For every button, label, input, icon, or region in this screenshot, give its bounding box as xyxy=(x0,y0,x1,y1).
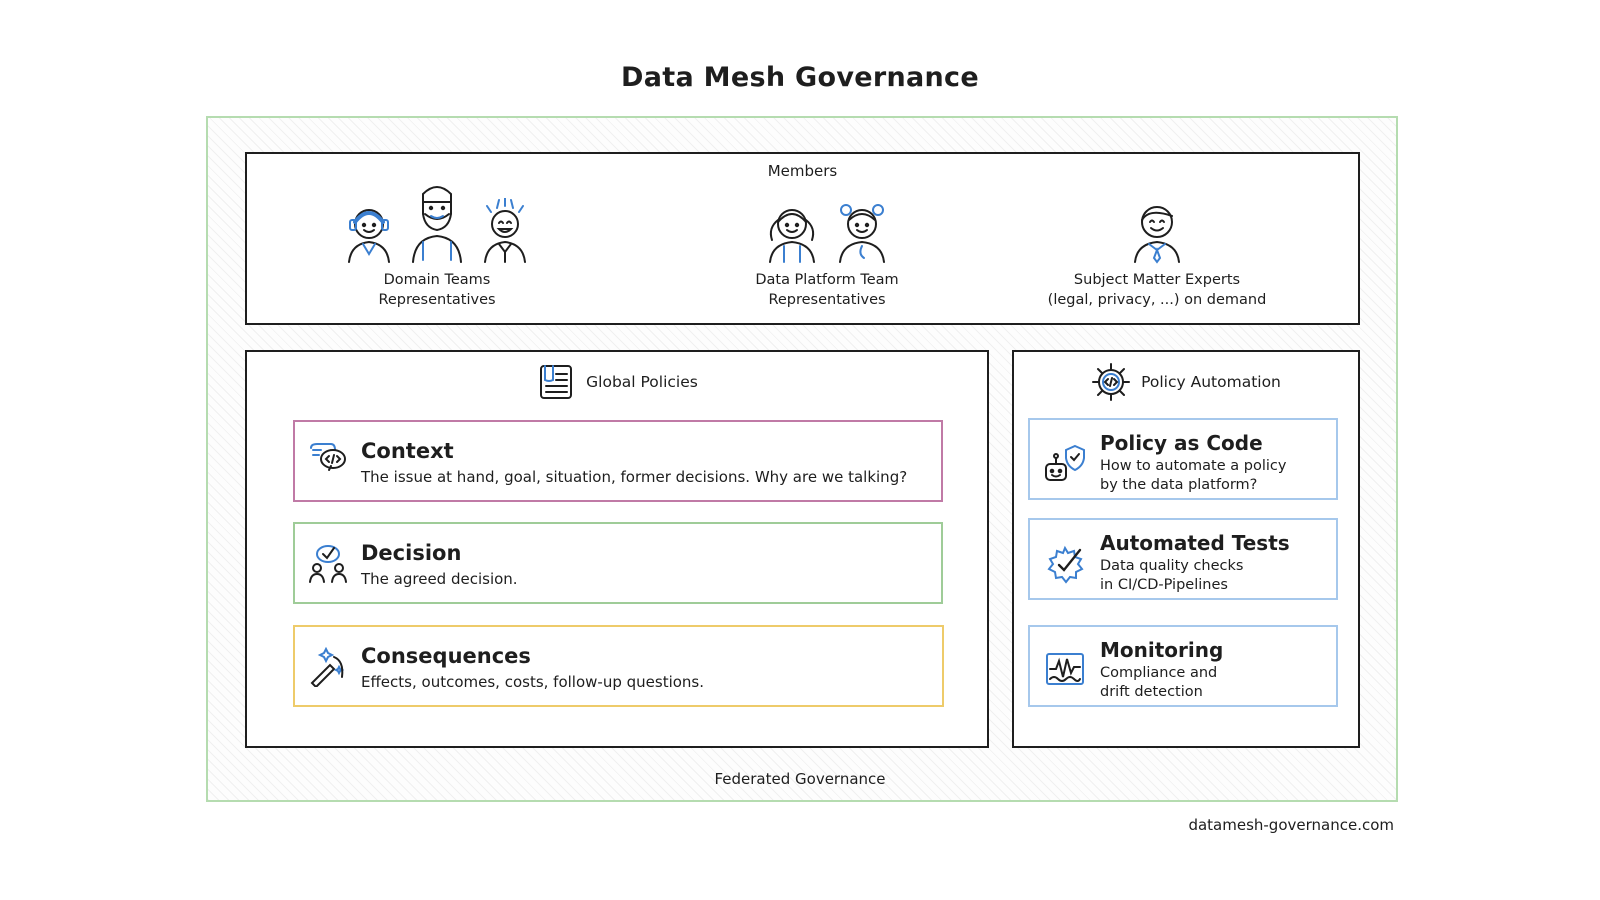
diagram-title: Data Mesh Governance xyxy=(621,62,979,93)
person-headset-icon xyxy=(348,209,390,263)
context-description: The issue at hand, goal, situation, form… xyxy=(361,468,908,486)
policy-as-code-line2: by the data platform? xyxy=(1100,477,1258,493)
document-list-icon xyxy=(540,365,573,399)
decision-title: Decision xyxy=(361,541,462,565)
chat-code-icon xyxy=(310,443,346,471)
data-platform-line1: Data Platform Team xyxy=(755,272,899,288)
decision-description: The agreed decision. xyxy=(361,570,518,588)
data-platform-line2: Representatives xyxy=(768,292,886,308)
automated-tests-line2: in CI/CD-Pipelines xyxy=(1100,577,1228,593)
domain-teams-group: Domain Teams Representatives xyxy=(327,176,547,310)
monitoring-line1: Compliance and xyxy=(1100,665,1218,681)
policy-as-code-line1: How to automate a policy xyxy=(1100,458,1287,474)
policy-as-code-card: Policy as Code How to automate a policy … xyxy=(1028,418,1338,500)
federated-governance-label: Federated Governance xyxy=(714,770,886,788)
person-buns-icon xyxy=(839,204,885,263)
robot-shield-icon xyxy=(1045,444,1085,481)
subject-matter-experts-group: Subject Matter Experts (legal, privacy, … xyxy=(1027,176,1287,310)
automated-tests-title: Automated Tests xyxy=(1100,531,1290,555)
consequences-title: Consequences xyxy=(361,644,531,668)
people-check-icon xyxy=(309,545,347,583)
members-label: Members xyxy=(767,162,838,180)
policy-as-code-title: Policy as Code xyxy=(1100,431,1263,455)
consequences-card: Consequences Effects, outcomes, costs, f… xyxy=(293,625,944,707)
sme-line1: Subject Matter Experts xyxy=(1073,272,1241,288)
global-policies-box: Global Policies Context The issue at han… xyxy=(245,350,989,748)
person-bearded-icon xyxy=(412,186,462,263)
context-title: Context xyxy=(361,439,454,463)
website-credit: datamesh-governance.com xyxy=(1188,816,1394,834)
sme-line2: (legal, privacy, ...) on demand xyxy=(1047,292,1267,308)
members-box: Members xyxy=(245,152,1360,325)
person-tie-icon xyxy=(1134,206,1180,264)
person-spiky-hair-icon xyxy=(484,198,526,263)
policy-automation-label: Policy Automation xyxy=(1141,373,1281,391)
global-policies-label: Global Policies xyxy=(586,373,698,391)
policy-automation-header: Policy Automation xyxy=(1014,362,1358,402)
magic-wand-icon xyxy=(310,647,345,687)
policy-automation-box: Policy Automation Policy as Code How to … xyxy=(1012,350,1360,748)
gear-check-icon xyxy=(1047,545,1084,584)
person-pigtails-icon xyxy=(769,209,815,263)
context-card: Context The issue at hand, goal, situati… xyxy=(293,420,943,502)
monitoring-title: Monitoring xyxy=(1100,638,1224,662)
gear-code-icon xyxy=(1092,363,1131,401)
data-platform-team-group: Data Platform Team Representatives xyxy=(697,176,957,310)
automated-tests-line1: Data quality checks xyxy=(1100,558,1244,574)
monitor-wave-icon xyxy=(1046,653,1084,685)
domain-teams-line1: Domain Teams xyxy=(383,272,491,288)
global-policies-header: Global Policies xyxy=(247,362,987,402)
domain-teams-line2: Representatives xyxy=(378,292,496,308)
automated-tests-card: Automated Tests Data quality checks in C… xyxy=(1028,518,1338,600)
monitoring-line2: drift detection xyxy=(1100,684,1203,700)
monitoring-card: Monitoring Compliance and drift detectio… xyxy=(1028,625,1338,707)
consequences-description: Effects, outcomes, costs, follow-up ques… xyxy=(361,673,705,691)
decision-card: Decision The agreed decision. xyxy=(293,522,943,604)
